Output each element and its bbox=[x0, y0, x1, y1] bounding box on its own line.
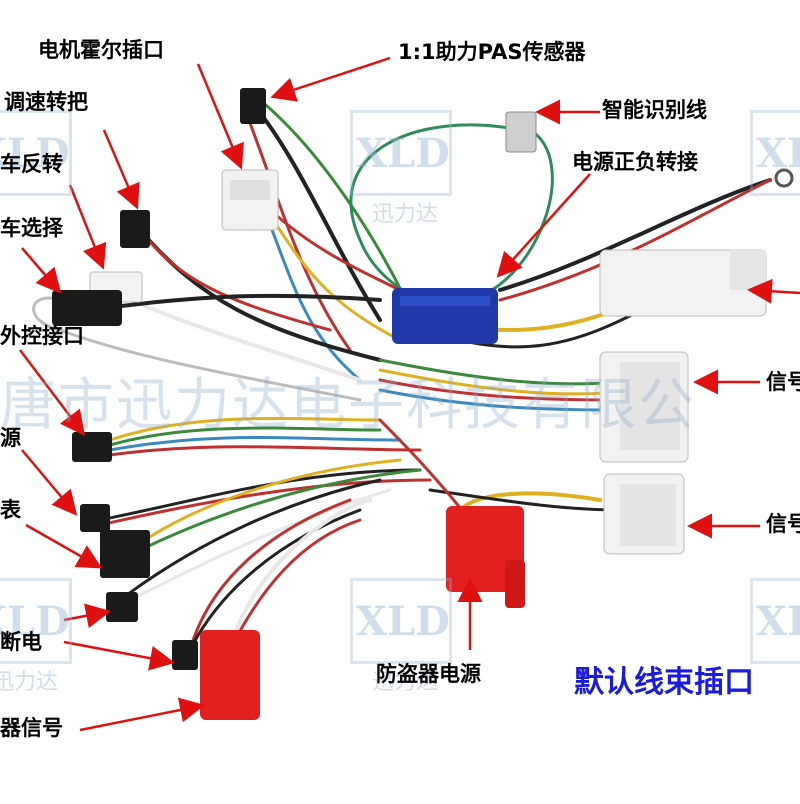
label-smart-id: 智能识别线 bbox=[602, 98, 707, 122]
connector-motor-hall-small bbox=[240, 88, 266, 124]
logo-watermark-text: XLD bbox=[0, 598, 70, 645]
connector-signal-1 bbox=[599, 351, 689, 463]
connector-speed-handle bbox=[120, 210, 150, 248]
label-signal-1: 信号 bbox=[766, 370, 800, 394]
logo-watermark-text: XLD bbox=[356, 598, 450, 645]
connector-motor-hall bbox=[221, 169, 279, 231]
default-harness-caption: 默认线束插口 bbox=[574, 665, 754, 700]
logo-watermark-text: XLD bbox=[0, 130, 70, 177]
logo-watermark: XLD 迅力达 bbox=[340, 100, 460, 230]
label-signal-2: 信号 bbox=[766, 512, 800, 536]
connector-signal-2 bbox=[603, 473, 685, 555]
connector-smart-id bbox=[505, 111, 537, 153]
company-watermark: 唐市迅力达电子科技有限公 bbox=[0, 373, 696, 438]
label-reverse: 车反转 bbox=[0, 152, 63, 176]
logo-watermark: XLD bbox=[0, 100, 80, 230]
connector-power-blue bbox=[392, 288, 498, 344]
label-anti-theft-power: 防盗器电源 bbox=[376, 662, 481, 686]
logo-watermark-sub: 迅力达 bbox=[0, 670, 59, 695]
connector-anti-theft-red bbox=[446, 506, 525, 608]
logo-watermark: XLD 迅力达 bbox=[340, 568, 460, 698]
connector-red-bottom bbox=[200, 630, 260, 720]
logo-watermark-sub: 迅力达 bbox=[372, 670, 439, 695]
logo-watermark-text: XLD bbox=[756, 130, 800, 177]
logo-watermark-text: XLD bbox=[356, 130, 450, 177]
connector-brake-cut bbox=[106, 592, 198, 670]
connector-ext-control bbox=[72, 432, 112, 462]
callout-arrows bbox=[19, 56, 800, 732]
label-power-posneg: 电源正负转接 bbox=[572, 150, 698, 174]
label-power: 源 bbox=[0, 426, 21, 450]
connector-ring-terminal bbox=[774, 168, 794, 188]
logo-watermark: XLD bbox=[740, 568, 800, 698]
label-select: 车选择 bbox=[0, 216, 63, 240]
label-brake-cut: 断电 bbox=[0, 630, 42, 654]
label-ext-control: 外控接口 bbox=[0, 324, 84, 348]
label-speed-handle: 调速转把 bbox=[4, 90, 88, 114]
label-pas-sensor: 1:1助力PAS传感器 bbox=[398, 40, 586, 64]
label-brake-signal: 器信号 bbox=[0, 716, 63, 740]
logo-watermark: XLD bbox=[740, 100, 800, 230]
connector-power bbox=[80, 504, 110, 532]
label-motor-hall: 电机霍尔插口 bbox=[38, 38, 164, 62]
connector-select bbox=[52, 290, 122, 326]
label-meter: 表 bbox=[0, 498, 21, 522]
logo-watermark: XLD 迅力达 bbox=[0, 568, 80, 698]
connector-meter bbox=[100, 530, 150, 578]
logo-watermark-text: XLD bbox=[756, 598, 800, 645]
connector-top-right-white bbox=[599, 249, 767, 317]
logo-watermark-sub: 迅力达 bbox=[372, 202, 439, 227]
